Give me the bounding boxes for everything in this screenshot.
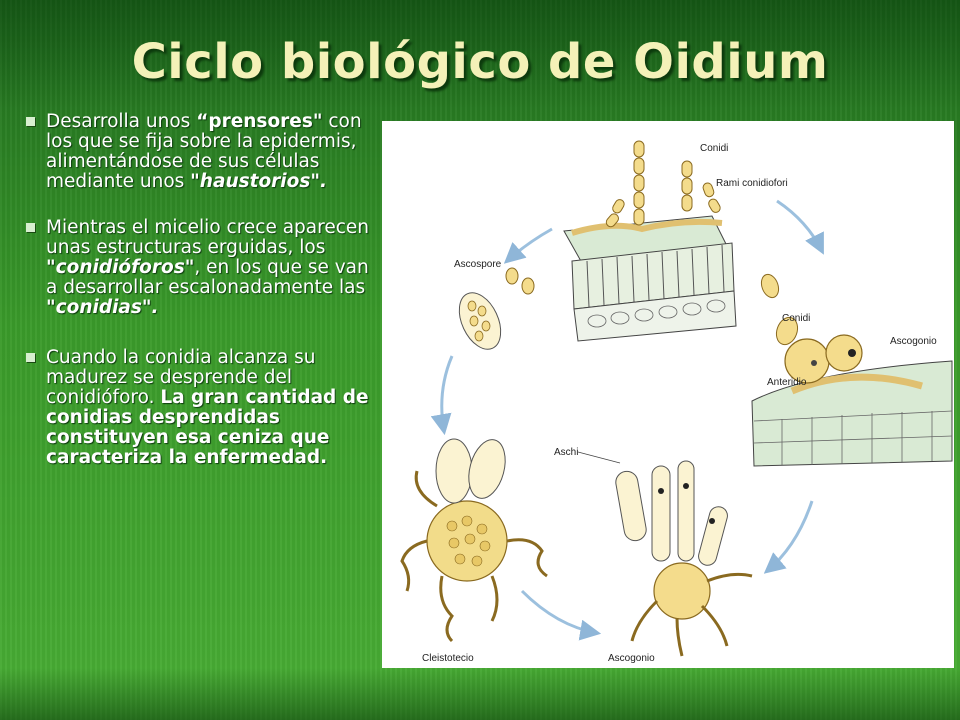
bullet-marker-icon [26,223,35,232]
bullet-item: Mientras el micelio crece aparecen unas … [24,218,384,318]
cleistotecio-illustration [400,438,548,643]
label-aschi: Aschi [554,447,578,458]
bullet-item: Cuando la conidia alcanza su madurez se … [24,348,384,468]
label-anteridio: Anteridio [767,377,807,388]
arrow-icon [763,500,814,574]
bullet-text-part: , en los que se van a desarrollar escalo… [46,257,369,298]
arrow-icon [520,589,602,641]
background-top-band [0,0,960,110]
bullet-marker-icon [26,353,35,362]
ascogonio-anteridio-illustration [751,334,953,467]
bullet-list: Desarrolla unos “prensores" con los que … [24,112,384,494]
bullet-marker-icon [26,117,35,126]
label-conidi-top: Conidi [700,143,728,154]
label-rami-conidiofori: Rami conidiofori [716,178,788,189]
label-conidi-right: Conidi [782,313,810,324]
conidia-illustration [505,267,799,346]
bullet-text-part: "conidióforos" [46,257,195,278]
slide-title: Ciclo biológico de Oidium [131,34,829,90]
aschi-illustration [615,460,753,657]
label-ascogonio-bottom: Ascogonio [608,653,655,664]
bullet-text-part: Cuando la conidia alcanza su madurez se … [46,347,316,408]
bullet-text-part: La gran cantidad de conidias desprendida… [46,387,369,468]
label-cleistotecio: Cleistotecio [422,653,474,664]
ascospore-ascus-illustration [458,292,502,350]
arrow-icon [776,199,824,255]
bullet-text-part: “prensores" [196,111,323,132]
bullet-item: Desarrolla unos “prensores" con los que … [24,112,384,192]
leaf-section-illustration [563,140,737,342]
life-cycle-figure: Conidi Rami conidiofori Ascospore Conidi… [382,121,954,668]
arrow-icon [430,355,454,436]
background-bottom-band [0,668,960,720]
bullet-text-part: con los que se fija sobre la epidermis, … [46,111,362,192]
cycle-arrows [430,199,824,641]
bullet-text-part: "conidias". [46,297,159,318]
bullet-text-part: "haustorios". [190,171,328,192]
label-ascogonio-right: Ascogonio [890,336,937,347]
bullet-text-part: Desarrolla unos [46,111,197,132]
bullet-text-part: Mientras el micelio crece aparecen unas … [46,217,369,258]
label-ascospore: Ascospore [454,259,502,270]
arrow-icon [503,227,553,264]
life-cycle-diagram: Conidi Rami conidiofori Ascospore Conidi… [400,140,953,664]
